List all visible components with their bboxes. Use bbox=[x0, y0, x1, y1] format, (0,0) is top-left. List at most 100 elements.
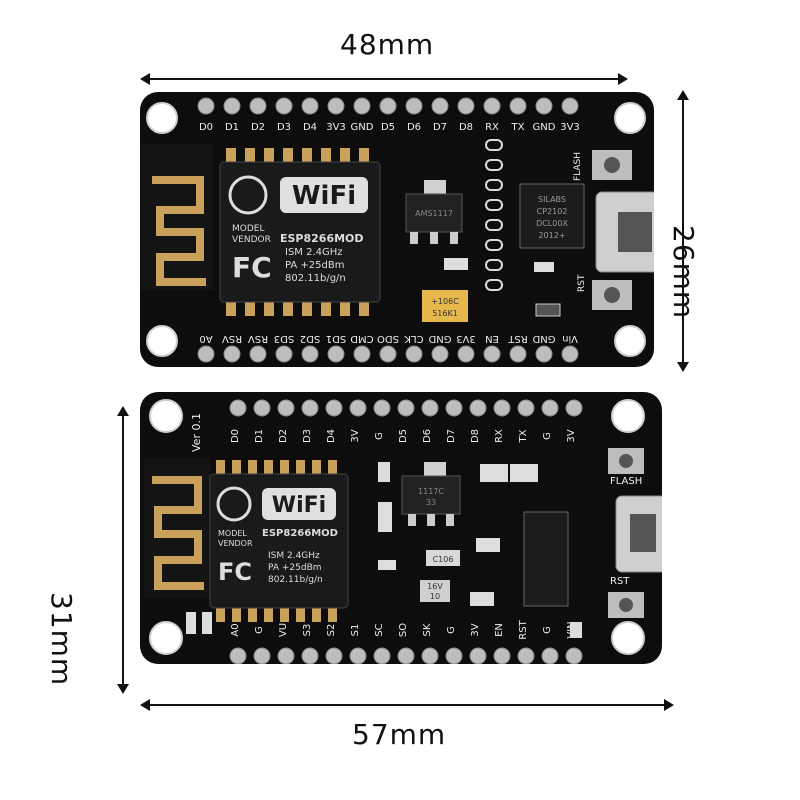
svg-text:10: 10 bbox=[430, 592, 440, 601]
top-lower-pin-label-4: SD2 bbox=[300, 333, 320, 344]
pcb-antenna bbox=[140, 144, 214, 290]
top-lower-pin-14 bbox=[561, 345, 579, 363]
bottom-lower-pin-label-13: G bbox=[542, 626, 553, 634]
bottom-lower-pin-label-4: S2 bbox=[326, 624, 337, 637]
top-lower-pin-label-12: RST bbox=[507, 333, 527, 344]
top-lower-pin-5 bbox=[327, 345, 345, 363]
top-upper-pin-label-5: 3V3 bbox=[326, 122, 346, 133]
bottom-board-upper-pin-row bbox=[229, 399, 583, 417]
svg-text:VENDOR: VENDOR bbox=[218, 539, 253, 548]
pcb-antenna-bottom bbox=[144, 458, 210, 598]
tantalum-capacitor-bottom: 16V 10 bbox=[420, 580, 450, 602]
bottom-upper-pin-1 bbox=[253, 399, 271, 417]
top-upper-pin-label-13: GND bbox=[533, 122, 556, 133]
bottom-upper-pin-11 bbox=[493, 399, 511, 417]
bottom-upper-pin-3 bbox=[301, 399, 319, 417]
bottom-lower-pin-5 bbox=[349, 647, 367, 664]
bottom-lower-pin-label-12: RST bbox=[518, 619, 529, 639]
tantalum-capacitor: +106C 516K1 bbox=[422, 290, 468, 322]
top-upper-pin-5 bbox=[327, 97, 345, 115]
esp8266-module: WiFi MODEL VENDOR ESP8266MOD FC ISM 2.4G… bbox=[219, 161, 381, 303]
svg-text:DCL00X: DCL00X bbox=[536, 219, 568, 228]
bottom-upper-pin-9 bbox=[445, 399, 463, 417]
module-spec-line2: PA +25dBm bbox=[285, 260, 344, 271]
bottom-upper-pin-14 bbox=[565, 399, 583, 417]
bottom-rst-label: RST bbox=[610, 576, 630, 587]
top-lower-pin-9 bbox=[431, 345, 449, 363]
top-board-upper-pin-row bbox=[197, 97, 579, 115]
bottom-lower-pin-7 bbox=[397, 647, 415, 664]
bottom-upper-pin-label-0: D0 bbox=[230, 429, 241, 443]
top-upper-pin-label-1: D1 bbox=[225, 122, 239, 133]
usb-uart-chip: SILABS CP2102 DCL00X 2012+ bbox=[519, 183, 585, 249]
top-lower-pin-label-3: SD3 bbox=[274, 333, 294, 344]
bottom-lower-pin-6 bbox=[373, 647, 391, 664]
bottom-upper-pin-label-4: D4 bbox=[326, 429, 337, 443]
top-lower-pin-label-5: SD1 bbox=[326, 333, 346, 344]
top-lower-pin-label-6: CMD bbox=[350, 333, 374, 344]
bottom-upper-pin-8 bbox=[421, 399, 439, 417]
bottom-upper-pin-label-3: D3 bbox=[302, 429, 313, 443]
smd-components-bottom bbox=[186, 462, 582, 638]
bottom-upper-pin-label-2: D2 bbox=[278, 429, 289, 443]
svg-text:CP2102: CP2102 bbox=[537, 207, 568, 216]
top-lower-pin-label-0: A0 bbox=[199, 333, 212, 344]
bottom-lower-pin-label-7: SO bbox=[398, 623, 409, 637]
svg-text:SILABS: SILABS bbox=[538, 195, 566, 204]
top-lower-pin-label-2: RSV bbox=[248, 333, 268, 344]
svg-text:2012+: 2012+ bbox=[538, 231, 565, 240]
bottom-upper-pin-0 bbox=[229, 399, 247, 417]
bottom-width-arrow bbox=[140, 699, 674, 711]
top-lower-pin-label-8: CLK bbox=[404, 333, 424, 344]
top-upper-pin-label-7: D5 bbox=[381, 122, 395, 133]
bottom-lower-pin-label-0: A0 bbox=[230, 623, 241, 636]
bottom-upper-pin-label-11: RX bbox=[494, 429, 505, 443]
rst-button-bottom bbox=[608, 592, 644, 618]
top-upper-pin-label-8: D6 bbox=[407, 122, 421, 133]
capacitor-c106: C106 bbox=[426, 550, 460, 566]
top-width-arrow bbox=[140, 73, 628, 85]
top-lower-pin-13 bbox=[535, 345, 553, 363]
top-upper-pin-7 bbox=[379, 97, 397, 115]
top-lower-pin-7 bbox=[379, 345, 397, 363]
top-lower-pin-label-7: SDO bbox=[377, 333, 399, 344]
bottom-upper-pin-label-7: D5 bbox=[398, 429, 409, 443]
top-upper-pin-label-9: D7 bbox=[433, 122, 447, 133]
svg-text:MODEL: MODEL bbox=[218, 529, 247, 538]
cap-text-2: 516K1 bbox=[432, 309, 458, 318]
top-upper-pin-label-14: 3V3 bbox=[560, 122, 580, 133]
top-upper-pin-2 bbox=[249, 97, 267, 115]
bottom-upper-pin-label-1: D1 bbox=[254, 429, 265, 443]
voltage-regulator: AMS1117 bbox=[405, 180, 463, 244]
bottom-lower-pin-10 bbox=[469, 647, 487, 664]
top-lower-pin-3 bbox=[275, 345, 293, 363]
top-lower-pin-11 bbox=[483, 345, 501, 363]
svg-text:FC: FC bbox=[218, 558, 252, 586]
top-upper-pin-1 bbox=[223, 97, 241, 115]
bottom-lower-pin-label-1: G bbox=[254, 626, 265, 634]
micro-usb-port-bottom bbox=[615, 495, 662, 573]
cap-text-1: +106C bbox=[431, 297, 459, 306]
flash-button bbox=[592, 150, 632, 180]
top-upper-pin-9 bbox=[431, 97, 449, 115]
bottom-upper-pin-label-5: 3V bbox=[350, 429, 361, 442]
top-height-arrow bbox=[677, 90, 689, 372]
bottom-lower-pin-label-5: S1 bbox=[350, 624, 361, 637]
module-spec-line1: ISM 2.4GHz bbox=[285, 247, 343, 258]
top-upper-pin-label-2: D2 bbox=[251, 122, 265, 133]
bottom-upper-pin-label-12: TX bbox=[518, 429, 529, 443]
top-upper-pin-13 bbox=[535, 97, 553, 115]
voltage-regulator-bottom: 1117C 33 bbox=[401, 462, 461, 526]
top-lower-pin-1 bbox=[223, 345, 241, 363]
top-upper-pin-label-4: D4 bbox=[303, 122, 317, 133]
bottom-upper-pin-10 bbox=[469, 399, 487, 417]
bottom-lower-pin-label-3: S3 bbox=[302, 624, 313, 637]
top-lower-pin-8 bbox=[405, 345, 423, 363]
bottom-upper-pin-5 bbox=[349, 399, 367, 417]
bottom-upper-pin-6 bbox=[373, 399, 391, 417]
bottom-lower-pin-13 bbox=[541, 647, 559, 664]
bottom-lower-pin-3 bbox=[301, 647, 319, 664]
